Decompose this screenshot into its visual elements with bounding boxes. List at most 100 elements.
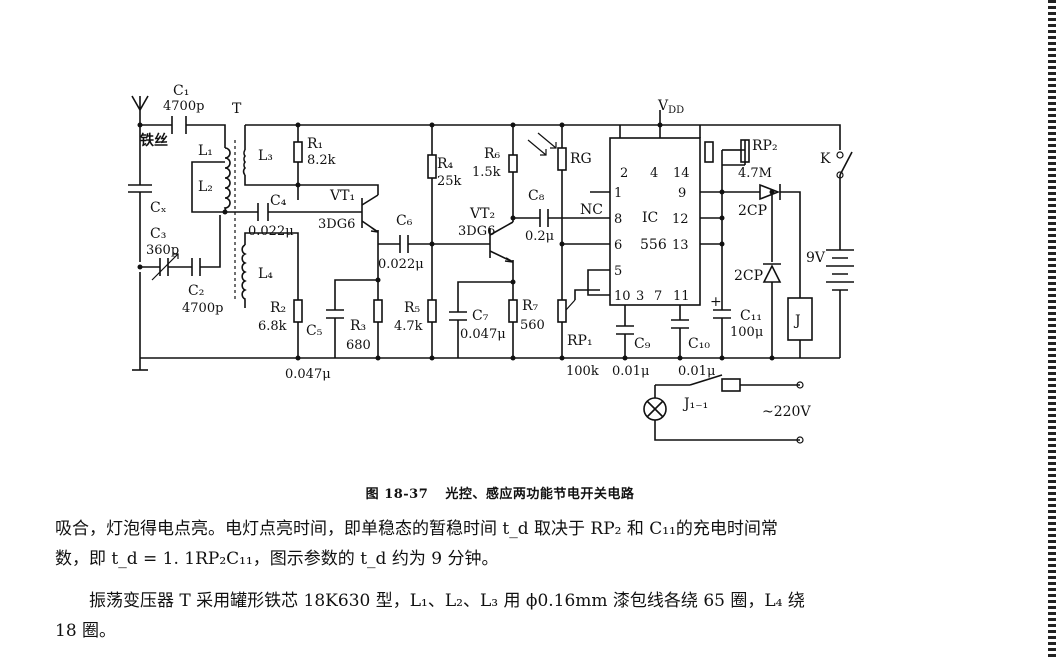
label-diode-d2: 2CP <box>734 268 763 284</box>
figure-caption: 图 18-37 光控、感应两功能节电开关电路 <box>0 483 1000 502</box>
scan-edge <box>1048 0 1056 657</box>
label-antenna-wire: 铁丝 <box>140 132 168 149</box>
label-r2-value: 6.8k <box>258 319 287 334</box>
label-j11: J₁₋₁ <box>682 396 708 412</box>
label-c4-value: 0.022μ <box>248 224 294 239</box>
figure-title: 光控、感应两功能节电开关电路 <box>445 487 635 502</box>
label-t: T <box>232 101 242 117</box>
label-cx: Cₓ <box>150 200 167 216</box>
label-c10: C₁₀ <box>688 336 710 352</box>
label-r5-value: 4.7k <box>394 319 423 334</box>
label-r4-value: 25k <box>437 174 462 189</box>
label-l4: L₄ <box>258 266 273 282</box>
body-text-line-3: 振荡变压器 T 采用罐形铁芯 18K630 型，L₁、L₂、L₃ 用 ϕ0.16… <box>89 591 805 611</box>
label-pin4: 4 <box>650 166 658 181</box>
label-pin2: 2 <box>620 166 628 181</box>
label-pin11: 11 <box>673 289 690 304</box>
circuit-schematic: C₁ 4700p T 铁丝 L₁ L₂ L₃ L₄ R₁ 8.2k C₄ 0.0… <box>128 83 854 444</box>
capacitor-c10 <box>671 319 689 329</box>
label-r3: R₃ <box>350 318 366 334</box>
transistor-vt2 <box>489 221 514 263</box>
antenna-symbol <box>131 95 149 111</box>
label-vt2: VT₂ <box>469 206 495 222</box>
label-pin3: 3 <box>636 289 644 304</box>
label-r1-value: 8.2k <box>307 153 336 168</box>
body-text-line-2: 数，即 t_d = 1. 1RP₂C₁₁，图示参数的 t_d 约为 9 分钟。 <box>55 549 499 569</box>
resistors <box>293 141 714 323</box>
label-c2-value: 4700p <box>182 301 223 316</box>
label-pin10: 10 <box>614 289 631 304</box>
capacitor-c2 <box>191 258 201 276</box>
capacitor-c1 <box>171 116 187 134</box>
label-rp1-value: 100k <box>566 364 599 379</box>
label-nc: NC <box>580 202 603 218</box>
label-ic-556: 556 <box>640 237 667 253</box>
label-pin9: 9 <box>678 186 686 201</box>
label-c10-value: 0.01μ <box>678 364 715 379</box>
ic-556 <box>590 137 701 306</box>
label-c6: C₆ <box>396 213 413 229</box>
label-l1: L₁ <box>198 143 213 159</box>
label-r7: R₇ <box>522 298 539 314</box>
label-pin1: 1 <box>614 186 622 201</box>
capacitor-c8 <box>539 209 549 227</box>
label-ac-voltage: ~220V <box>762 404 811 420</box>
capacitor-cx <box>128 184 152 222</box>
label-pin12: 12 <box>672 212 689 227</box>
label-r3-value: 680 <box>346 338 371 353</box>
label-vt1-type: 3DG6 <box>318 217 355 232</box>
label-r7-value: 560 <box>520 318 545 333</box>
label-vdd: VDD <box>657 98 684 116</box>
label-pin5: 5 <box>614 264 622 279</box>
figure-number: 图 18-37 <box>365 487 429 502</box>
capacitor-c6 <box>399 235 409 253</box>
diode-d1 <box>759 183 781 201</box>
ac-terminals <box>796 381 804 444</box>
label-r6-value: 1.5k <box>472 165 501 180</box>
diode-d2 <box>762 263 782 283</box>
label-c5-value: 0.047μ <box>285 367 331 382</box>
label-c11: C₁₁ <box>740 308 762 324</box>
label-c9-value: 0.01μ <box>612 364 649 379</box>
label-pin14: 14 <box>673 166 690 181</box>
label-rp2-value: 4.7M <box>738 166 772 181</box>
capacitor-c5 <box>326 309 344 319</box>
label-r6: R₆ <box>484 146 501 162</box>
component-labels: C₁ 4700p T 铁丝 L₁ L₂ L₃ L₄ R₁ 8.2k C₄ 0.0… <box>140 83 831 420</box>
label-c1: C₁ <box>173 83 189 99</box>
capacitor-c9 <box>616 325 634 335</box>
label-c4: C₄ <box>270 193 287 209</box>
label-c3: C₃ <box>150 226 166 242</box>
label-l2: L₂ <box>198 179 213 195</box>
label-c7-value: 0.047μ <box>460 327 506 342</box>
label-c8: C₈ <box>528 188 545 204</box>
wires <box>139 110 841 441</box>
label-c2: C₂ <box>188 283 204 299</box>
label-relay-j: J <box>793 313 801 329</box>
label-pin8: 8 <box>614 212 622 227</box>
photoresistor-arrows <box>527 132 557 156</box>
label-vt2-type: 3DG6 <box>458 224 495 239</box>
capacitor-c3-variable <box>151 253 179 281</box>
transformer-coils <box>223 140 247 301</box>
transistor-vt1 <box>361 194 379 233</box>
label-c9: C₉ <box>634 336 651 352</box>
label-pin6: 6 <box>614 238 622 253</box>
label-pin7: 7 <box>654 289 662 304</box>
label-rg: RG <box>570 151 592 167</box>
capacitor-c7 <box>449 311 467 321</box>
label-l3: L₃ <box>258 148 273 164</box>
capacitor-c4 <box>257 203 269 221</box>
label-vt1: VT₁ <box>329 188 355 204</box>
battery <box>826 249 854 291</box>
body-text-line-4: 18 圈。 <box>55 621 117 641</box>
label-c7: C₇ <box>472 308 489 324</box>
label-c8-value: 0.2μ <box>525 229 554 244</box>
relay-coil <box>787 297 813 341</box>
label-r1: R₁ <box>307 136 323 152</box>
label-battery: 9V <box>806 250 826 266</box>
label-rp1: RP₁ <box>567 333 593 349</box>
relay-contact-j11 <box>721 378 741 392</box>
label-c11-value: 100μ <box>730 325 763 340</box>
